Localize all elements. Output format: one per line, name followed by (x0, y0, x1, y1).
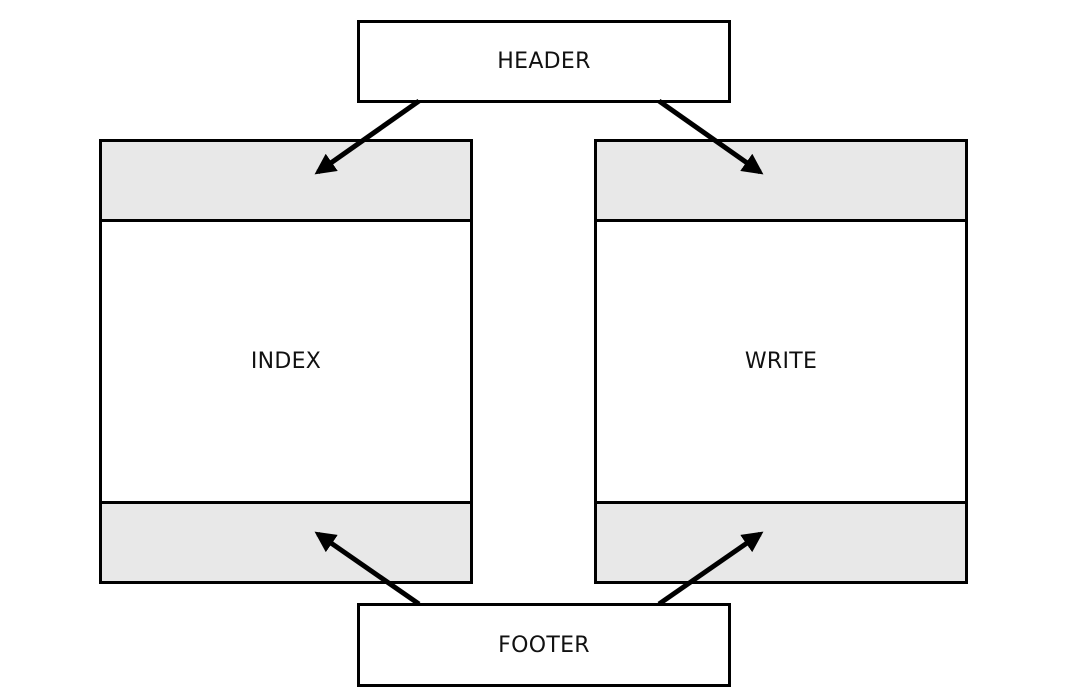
header-label: HEADER (497, 49, 591, 74)
index-page-box: INDEX (99, 139, 473, 584)
write-header-slot (597, 142, 965, 222)
write-body: WRITE (597, 222, 965, 501)
header-box: HEADER (357, 20, 731, 103)
index-header-slot (102, 142, 470, 222)
index-body: INDEX (102, 222, 470, 501)
write-label: WRITE (744, 349, 818, 374)
footer-label: FOOTER (498, 632, 590, 658)
write-footer-slot (597, 501, 965, 581)
write-page-box: WRITE (594, 139, 968, 584)
footer-box: FOOTER (357, 603, 731, 687)
index-label: INDEX (250, 349, 322, 374)
index-footer-slot (102, 501, 470, 581)
